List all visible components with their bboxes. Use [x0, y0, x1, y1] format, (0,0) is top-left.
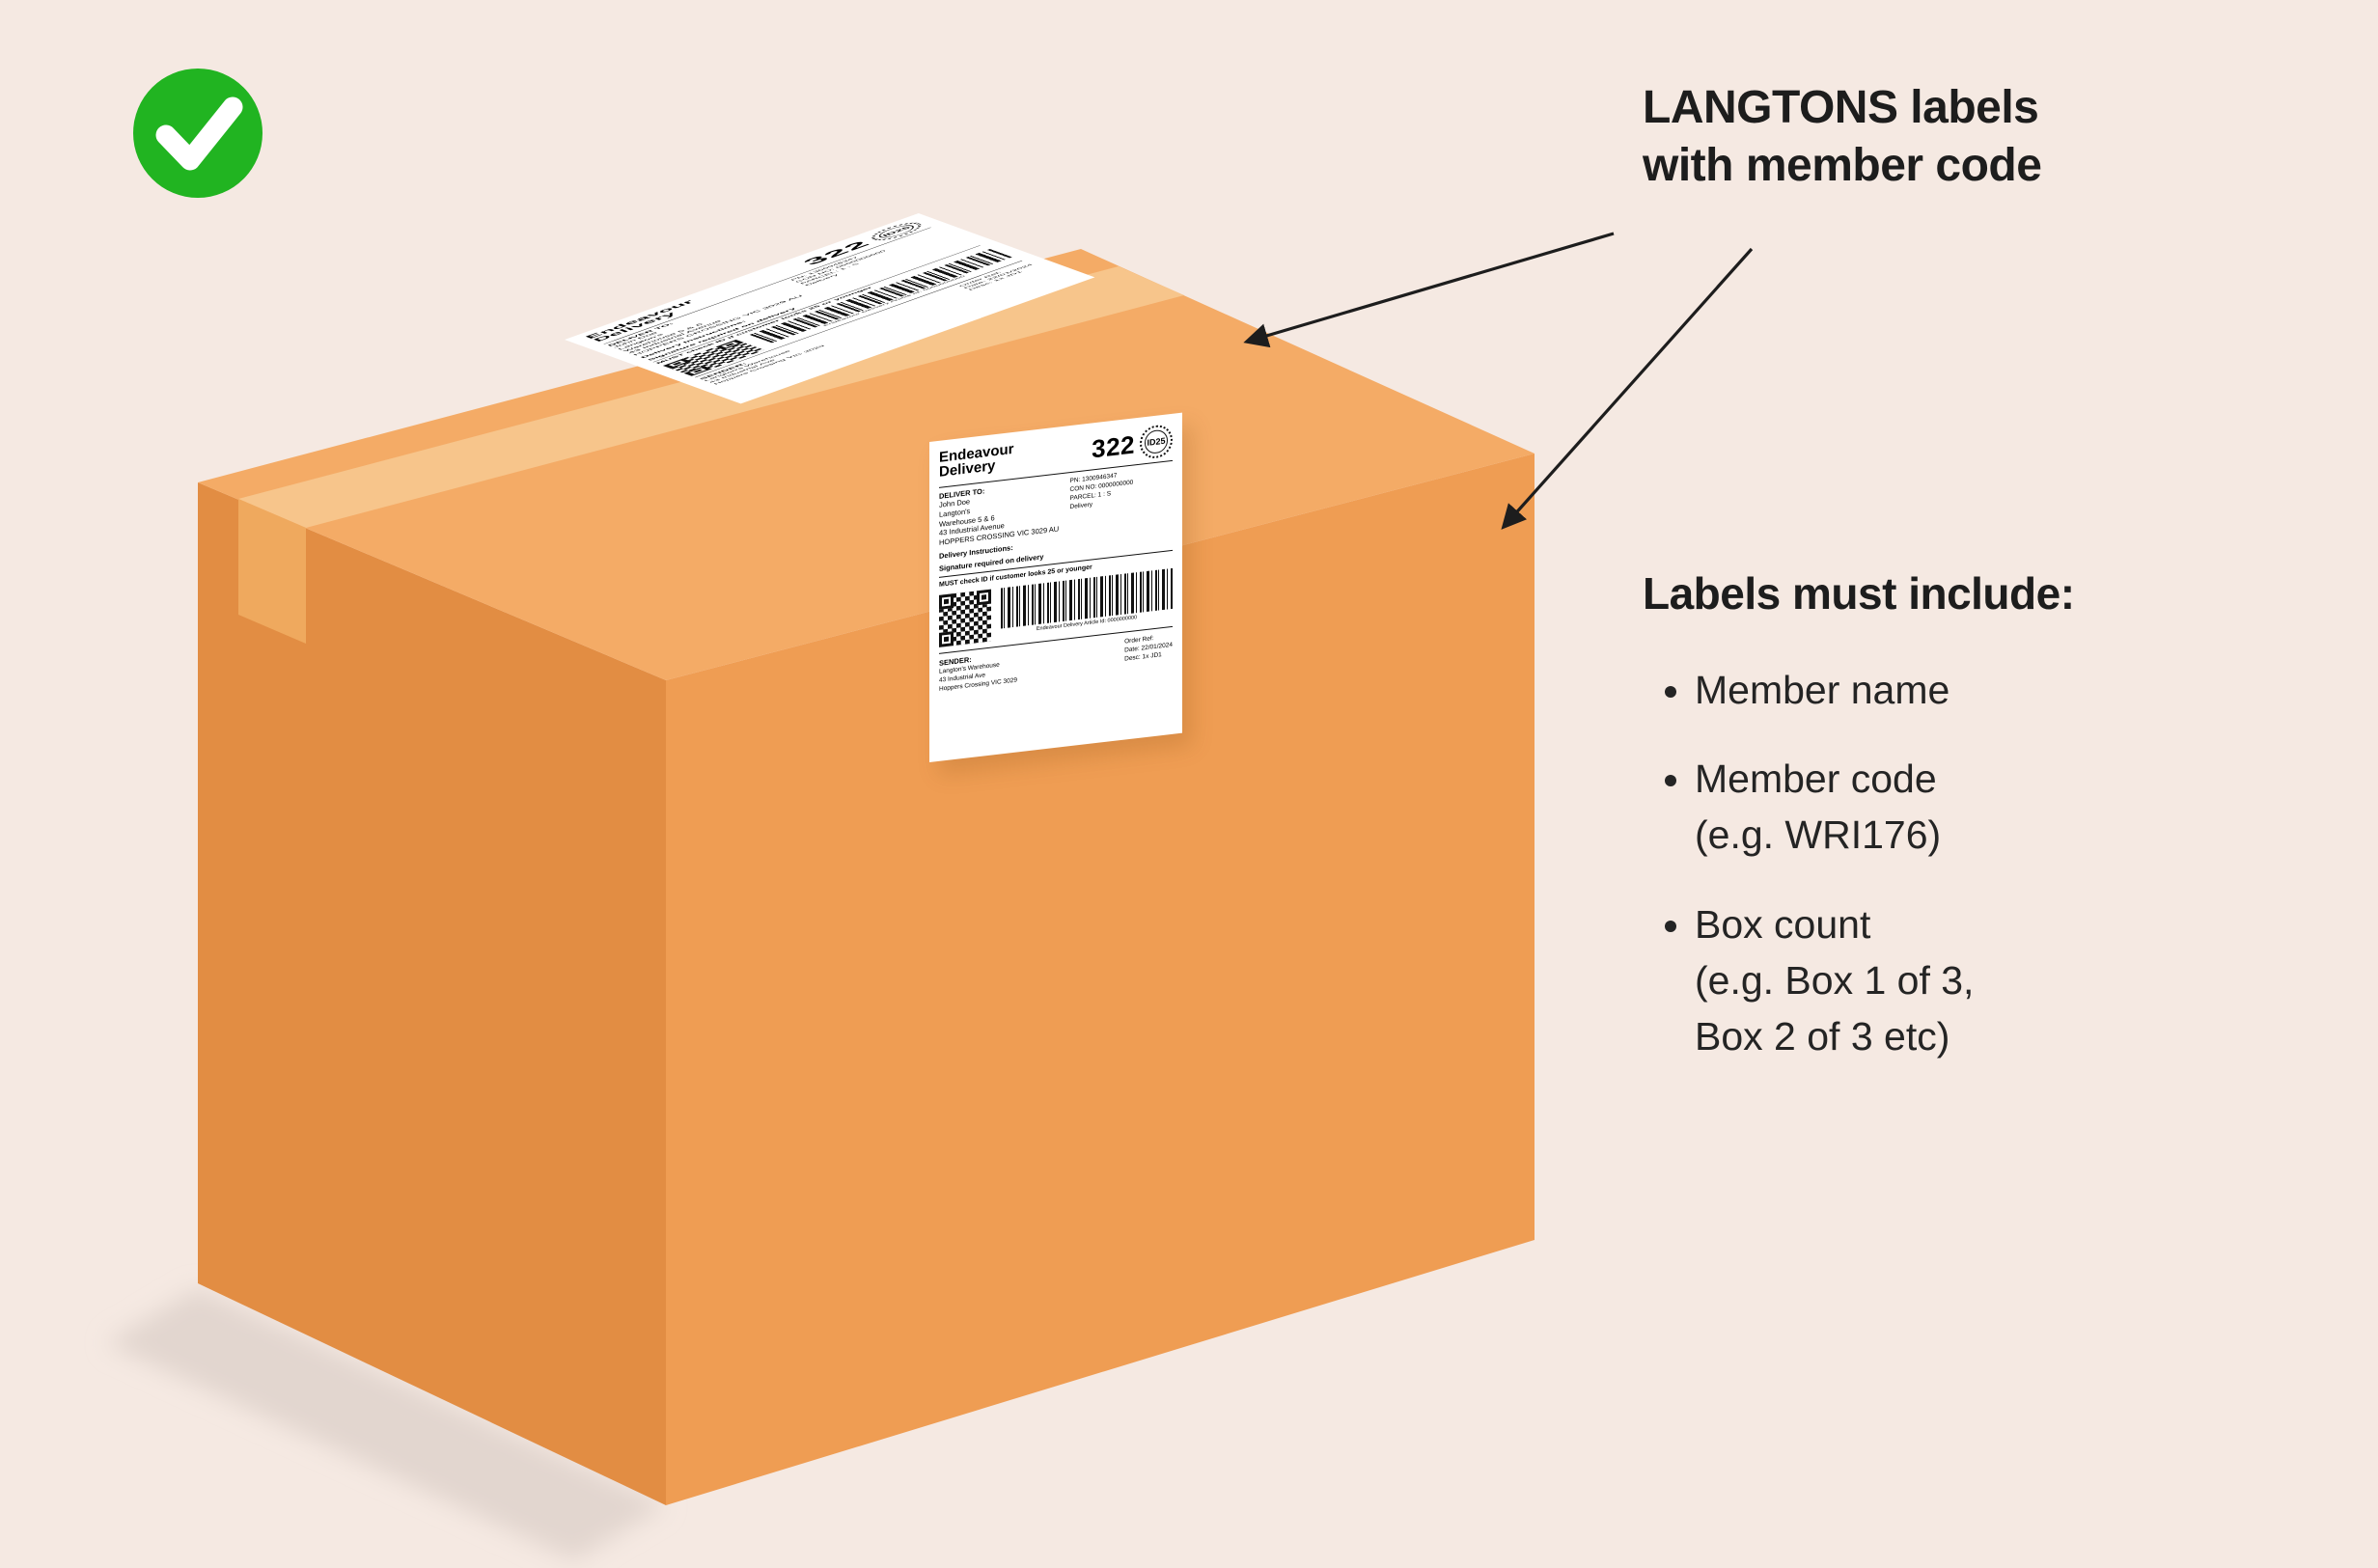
qr-finder-icon [939, 592, 954, 610]
box-left-face [198, 482, 666, 1505]
tape-strip [238, 266, 1184, 528]
box-front-face [666, 454, 1535, 1505]
requirement-member-code: Member code (e.g. WRI176) [1695, 751, 2337, 863]
member-code: 322 [1092, 428, 1135, 464]
label-meta: PN: 1300946347 CON NO: 0000000000 PARCEL… [1069, 472, 1134, 511]
box-shadow [106, 1288, 666, 1560]
barcode-block: Endeavour Delivery Article Id: 000000000… [1001, 567, 1173, 637]
requirements-list: Member name Member code (e.g. WRI176) Bo… [1643, 662, 2337, 1064]
requirement-member-name: Member name [1695, 662, 2337, 718]
id25-stamp-text: ID25 [1145, 428, 1168, 455]
requirements-section: Labels must include: Member name Member … [1643, 567, 2337, 1064]
label-brand: Endeavour Delivery [939, 440, 1014, 481]
qr-code [939, 589, 991, 647]
qr-finder-icon [977, 589, 991, 606]
check-badge-circle [133, 69, 263, 198]
check-badge [133, 69, 263, 198]
qr-finder-icon [939, 630, 954, 647]
deliver-to-block: DELIVER TO: John Doe Langton's Warehouse… [939, 478, 1059, 547]
requirement-box-count: Box count (e.g. Box 1 of 3, Box 2 of 3 e… [1695, 896, 2337, 1065]
check-icon [155, 96, 243, 171]
member-code-block: 322 ID25 [1092, 423, 1173, 466]
order-block: Order Ref: Date: 22/01/2024 Desc: 1x JD1 [1124, 634, 1173, 663]
requirements-heading: Labels must include: [1643, 568, 2075, 619]
tape-flap [238, 499, 306, 644]
sender-block: SENDER: Langton's Warehouse 43 Industria… [939, 649, 1017, 694]
id25-stamp-icon: ID25 [1140, 423, 1173, 460]
requirement-text: Box count (e.g. Box 1 of 3, Box 2 of 3 e… [1695, 901, 1975, 1059]
requirement-text: Member name [1695, 668, 1950, 712]
requirement-text: Member code (e.g. WRI176) [1695, 756, 1942, 858]
box-top-face [198, 249, 1535, 680]
callout-text: LANGTONS labels with member code [1643, 82, 2042, 191]
shipping-label-front: Endeavour Delivery 322 ID25 DELIVER TO: … [929, 412, 1182, 762]
